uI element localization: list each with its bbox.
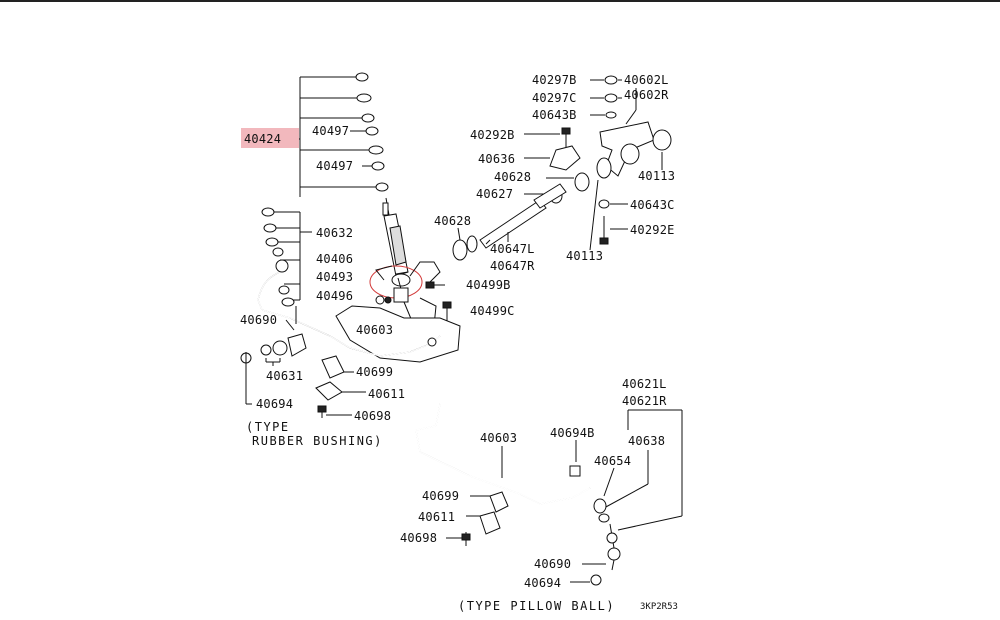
label-40602l[interactable]: 40602L [624,73,669,87]
nut-40694b [569,440,581,477]
label-40611-b[interactable]: 40611 [418,510,455,524]
label-40497-b[interactable]: 40497 [316,159,353,173]
label-40654[interactable]: 40654 [594,454,631,468]
label-40497-a[interactable]: 40497 [312,124,349,138]
label-40292b[interactable]: 40292B [470,128,515,142]
label-40621l[interactable]: 40621L [622,377,667,391]
label-40698-b[interactable]: 40698 [400,531,437,545]
caption-rubber-line2: RUBBER BUSHING) [252,434,383,448]
label-40602r[interactable]: 40602R [624,88,669,102]
label-40621r[interactable]: 40621R [622,394,667,408]
label-40603-a[interactable]: 40603 [356,323,393,337]
label-40499c[interactable]: 40499C [470,304,515,318]
clamp-upper [315,355,366,418]
label-40647l[interactable]: 40647L [490,242,535,256]
shock-absorber [382,197,411,301]
label-40699-b[interactable]: 40699 [422,489,459,503]
diagram-code: 3KP2R53 [640,602,678,612]
shock-hardware-group [290,72,389,197]
caption-pillow-ball: (TYPE PILLOW BALL) [458,599,615,613]
stabilizer-bar-upper [257,269,441,357]
highlight-40424 [241,128,299,148]
label-40638[interactable]: 40638 [628,434,665,448]
label-40694-c[interactable]: 40694 [524,576,561,590]
label-40698-a[interactable]: 40698 [354,409,391,423]
label-40636[interactable]: 40636 [478,152,515,166]
label-40627[interactable]: 40627 [476,187,513,201]
label-40647r[interactable]: 40647R [490,259,535,273]
label-40690-a[interactable]: 40690 [240,313,277,327]
label-40496[interactable]: 40496 [316,289,353,303]
label-40628-a[interactable]: 40628 [494,170,531,184]
mounting-plate [335,305,461,363]
bushing-40631 [240,319,307,405]
label-40297c[interactable]: 40297C [532,91,577,105]
label-40603-b[interactable]: 40603 [480,431,517,445]
top-border-line [0,0,1000,2]
label-40643b[interactable]: 40643B [532,108,577,122]
label-40699-a[interactable]: 40699 [356,365,393,379]
right-linkage [452,75,672,261]
clamp-lower [446,491,509,546]
label-40113-a[interactable]: 40113 [638,169,675,183]
label-40631[interactable]: 40631 [266,369,303,383]
label-40694-a[interactable]: 40694 [256,397,293,411]
label-40643c[interactable]: 40643C [630,198,675,212]
label-40690-b[interactable]: 40690 [534,557,571,571]
bracket-40632 [261,207,312,324]
pillow-ball-link [570,409,683,586]
stabilizer-bar-lower [415,403,591,505]
label-40297b[interactable]: 40297B [532,73,577,87]
label-40611-a[interactable]: 40611 [368,387,405,401]
label-40499b[interactable]: 40499B [466,278,511,292]
label-40493[interactable]: 40493 [316,270,353,284]
label-40113-b[interactable]: 40113 [566,249,603,263]
label-40406[interactable]: 40406 [316,252,353,266]
caption-rubber-line1: (TYPE [246,420,290,434]
label-40424[interactable]: 40424 [244,132,281,146]
label-40632[interactable]: 40632 [316,226,353,240]
label-40694b[interactable]: 40694B [550,426,595,440]
label-40292e[interactable]: 40292E [630,223,675,237]
label-40628-b[interactable]: 40628 [434,214,471,228]
